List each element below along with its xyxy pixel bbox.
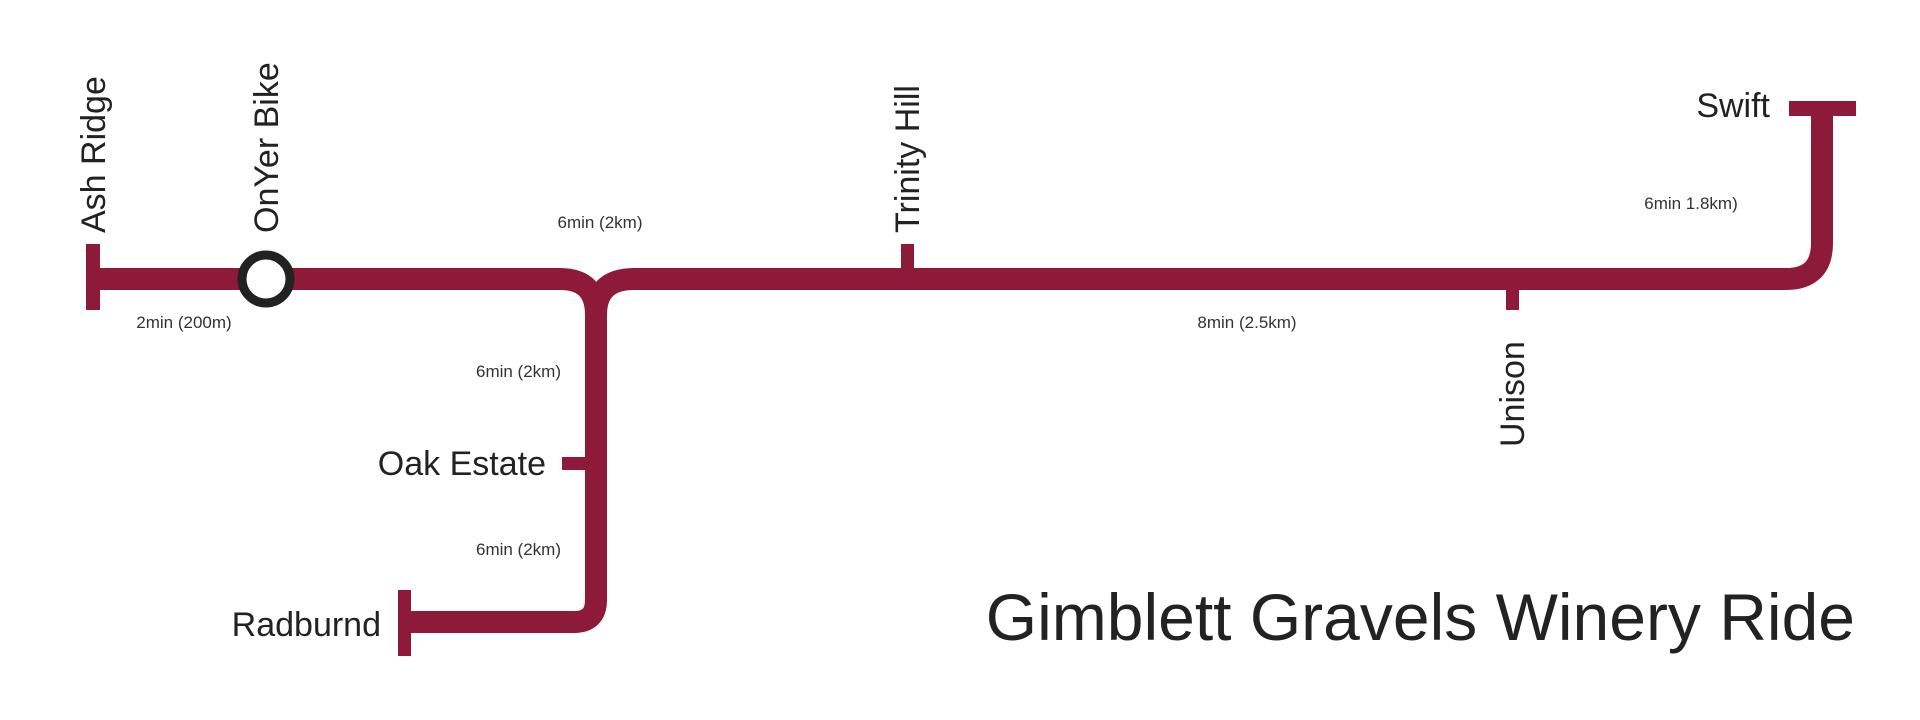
radburnd-terminus [398,590,411,656]
station-onyer-bike: OnYer Bike [248,62,286,233]
oak-estate-tick [562,457,592,470]
route-east-segment [585,108,1833,316]
station-unison: Unison [1494,341,1532,447]
segment-time-unison-swift: 6min 1.8km) [1644,194,1738,213]
station-swift: Swift [1696,87,1770,125]
onyer-bike-interchange-icon [237,250,295,308]
segment-time-ash-onyer: 2min (200m) [136,313,231,332]
unison-tick [1506,285,1519,310]
ash-ridge-terminus [86,244,100,310]
segment-time-oak-radburnd: 6min (2km) [476,540,561,559]
segment-time-trinity-unison: 8min (2.5km) [1197,313,1296,332]
map-title: Gimblett Gravels Winery Ride [986,580,1855,654]
station-oak-estate: Oak Estate [378,445,546,483]
trinity-hill-tick [901,244,914,274]
segment-time-junction-oak: 6min (2km) [476,362,561,381]
station-ash-ridge: Ash Ridge [75,76,113,233]
station-trinity-hill: Trinity Hill [889,85,927,233]
swift-terminus [1789,101,1856,116]
segment-time-onyer-junction: 6min (2km) [557,213,642,232]
station-radburnd: Radburnd [232,606,381,644]
